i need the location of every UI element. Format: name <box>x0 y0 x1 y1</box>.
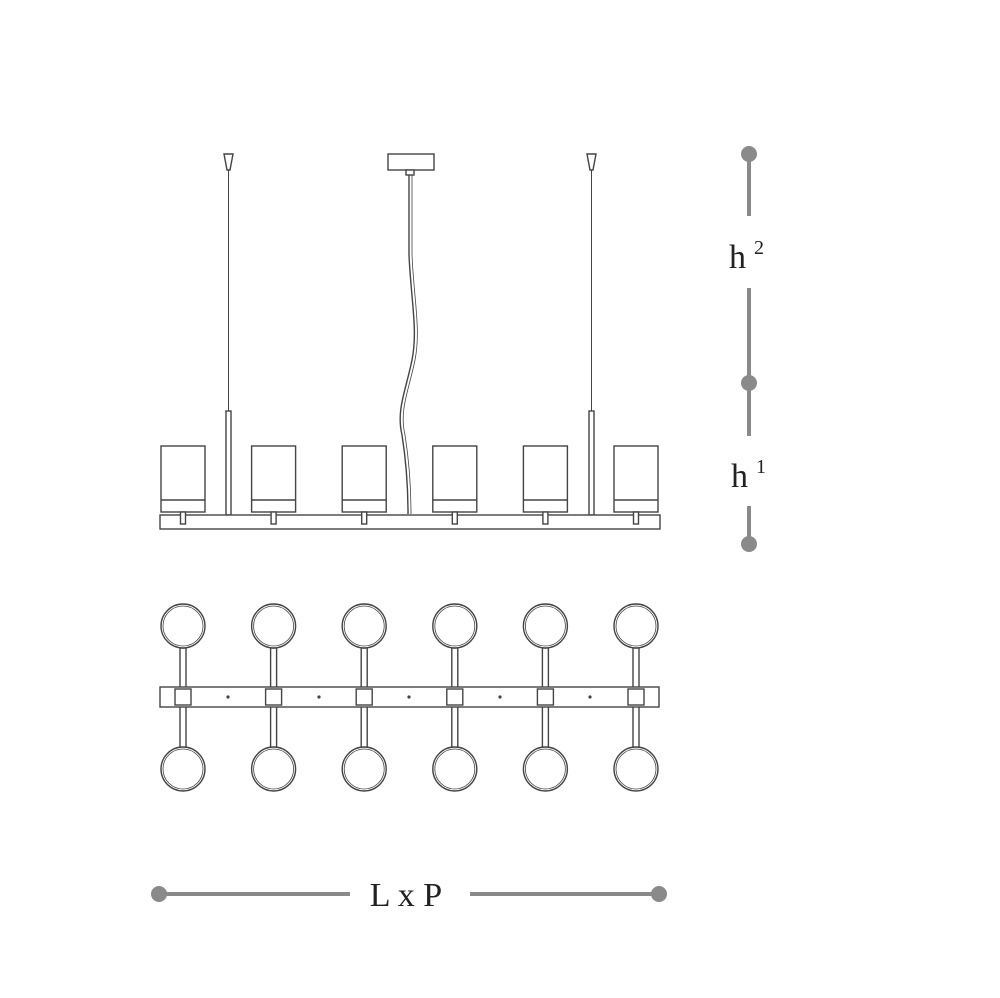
bar-joint <box>355 688 373 706</box>
lamp-shade <box>522 445 569 513</box>
shade-top-upper <box>160 603 206 649</box>
mount-hole <box>498 695 502 699</box>
lxp-left-dot <box>151 886 167 902</box>
shade-top-upper <box>341 603 387 649</box>
shade-top-lower-inner <box>434 748 476 790</box>
horizontal-bar <box>159 514 661 530</box>
bar-joint <box>627 688 645 706</box>
shade-top-lower <box>160 746 206 792</box>
shade-top-upper-inner <box>434 605 476 647</box>
mount-hole <box>588 695 592 699</box>
left-suspension-rod <box>225 410 232 516</box>
shade-top-upper <box>250 603 297 649</box>
right-suspension-rod <box>588 410 595 516</box>
shade-top-lower <box>432 746 478 792</box>
lxp-label: L x P <box>370 877 442 914</box>
shade-top-upper-inner <box>253 605 295 647</box>
shade-top-lower <box>522 746 569 792</box>
power-cable <box>399 175 416 515</box>
top-joints <box>174 688 645 706</box>
power-cable-inner <box>402 175 418 515</box>
shade-top-lower-inner <box>253 748 295 790</box>
shade-stem <box>632 511 640 525</box>
h1-bottom-dot <box>741 536 757 552</box>
shade-top-lower <box>613 746 659 792</box>
canopy-connector <box>405 169 415 176</box>
right-hook <box>586 153 597 171</box>
shade-top-lower-inner <box>525 748 566 790</box>
lamp-shade <box>613 445 659 513</box>
mount-hole <box>226 695 230 699</box>
bar-joint <box>174 688 192 706</box>
shade-top-upper <box>522 603 569 649</box>
shade-top-lower-inner <box>343 748 385 790</box>
bar-joint <box>446 688 464 706</box>
shade-top-lower-inner <box>615 748 657 790</box>
front-shades <box>160 445 659 525</box>
lamp-shade <box>250 445 297 513</box>
mount-hole <box>317 695 321 699</box>
footprint-dimension <box>151 886 667 902</box>
ceiling-canopy <box>387 153 435 171</box>
height-dimension <box>741 146 757 552</box>
bar-joint <box>536 688 555 706</box>
h-middle-dot <box>741 375 757 391</box>
lamp-shade <box>432 445 478 513</box>
shade-top-upper-inner <box>525 605 566 647</box>
shade-top-upper-inner <box>343 605 385 647</box>
mount-hole <box>407 695 411 699</box>
shade-stem <box>270 511 277 525</box>
top-circles <box>160 603 659 792</box>
shade-top-upper <box>432 603 478 649</box>
left-hook <box>223 153 234 171</box>
shade-top-upper <box>613 603 659 649</box>
bar-joint <box>264 688 283 706</box>
shade-top-lower-inner <box>162 748 204 790</box>
shade-top-lower <box>341 746 387 792</box>
lxp-right-dot <box>651 886 667 902</box>
shade-top-upper-inner <box>615 605 657 647</box>
top-view <box>159 603 660 792</box>
h2-top-dot <box>741 146 757 162</box>
lamp-shade <box>160 445 206 513</box>
shade-stem <box>361 511 368 525</box>
lamp-shade <box>341 445 387 513</box>
front-elevation <box>159 153 661 530</box>
shade-top-upper-inner <box>162 605 204 647</box>
shade-stem <box>451 511 458 525</box>
shade-stem <box>179 511 187 525</box>
shade-stem <box>542 511 549 525</box>
shade-top-lower <box>250 746 297 792</box>
